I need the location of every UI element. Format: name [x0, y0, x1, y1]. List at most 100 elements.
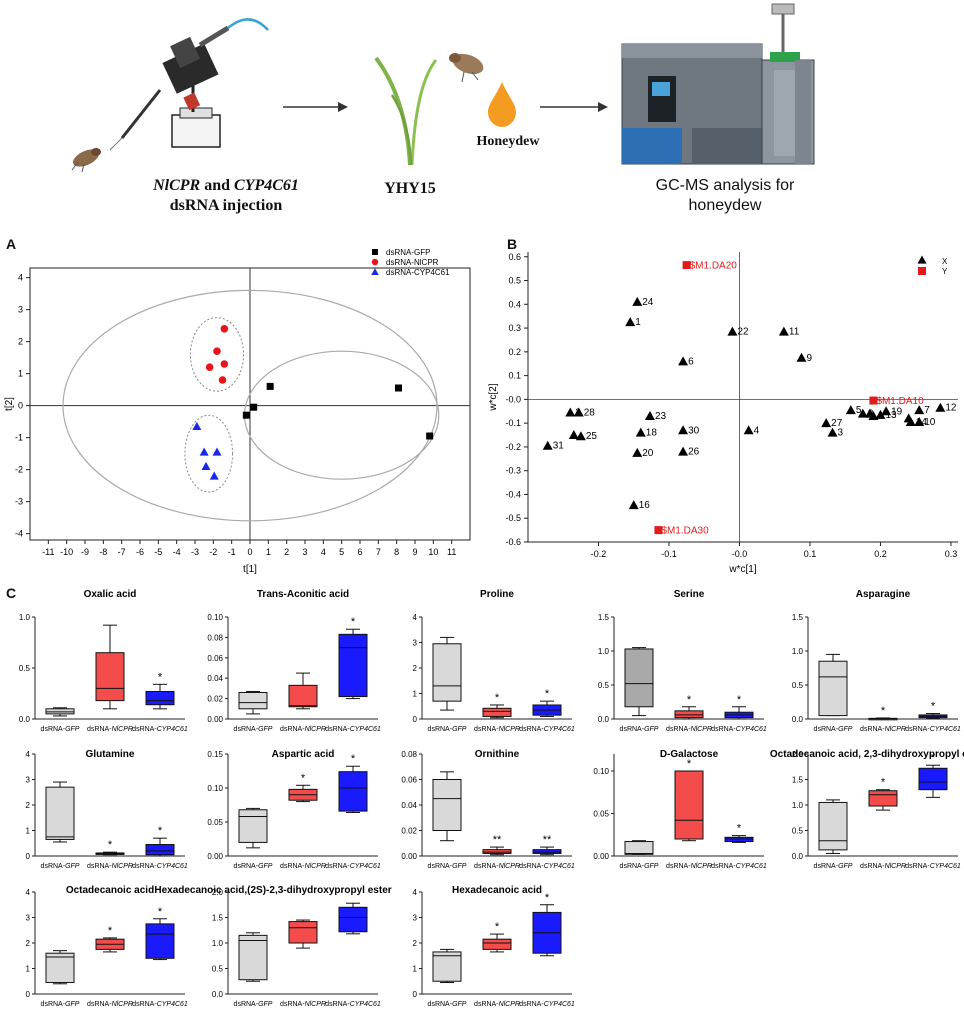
significance-mark: *	[158, 671, 163, 683]
y-tick-label: 0.0	[212, 990, 224, 999]
y-tick-label: 0.5	[212, 965, 224, 974]
loading-point-x	[935, 402, 946, 412]
loading-point-y	[654, 526, 663, 535]
y-tick-label: 4	[413, 613, 418, 622]
x-tick-label: 5	[339, 547, 344, 557]
score-point-gfp	[266, 382, 274, 390]
box	[818, 660, 848, 717]
boxplot-title: Proline	[480, 589, 514, 600]
box	[624, 648, 654, 708]
y-tick-label: 2.0	[792, 750, 804, 759]
box	[482, 707, 512, 717]
box	[432, 779, 462, 831]
confidence-ellipse	[62, 289, 438, 522]
significance-mark: *	[108, 925, 113, 937]
x-tick-label: -9	[81, 547, 89, 557]
loading-point-label: 11	[789, 327, 800, 338]
y-tick-label: 2	[26, 939, 31, 948]
legend-marker	[917, 255, 927, 264]
y-tick-label: 1.5	[598, 613, 610, 622]
y-tick-label: 1	[18, 369, 23, 379]
workflow-schematic	[71, 3, 815, 173]
loading-point-label: 13	[885, 410, 897, 421]
loading-point-x	[542, 440, 553, 450]
category-label: dsRNA-GFP	[428, 863, 467, 870]
loading-point-label: 10	[924, 417, 936, 428]
boxplot-asparagine: Asparagine0.00.51.01.5dsRNA-GFP*dsRNA-Nl…	[792, 589, 961, 733]
x-tick-label: -5	[154, 547, 162, 557]
step1-caption: NlCPR and CYP4C61 dsRNA injection	[106, 176, 346, 216]
significance-mark: *	[351, 753, 356, 765]
category-label: dsRNA-NlCPR	[474, 726, 520, 733]
box	[288, 684, 318, 708]
score-point-cyp4c61	[212, 447, 222, 456]
significance-mark: *	[881, 777, 886, 789]
y-tick-label: 0	[26, 990, 31, 999]
score-point-cyp4c61	[192, 421, 202, 430]
y-tick-label: 1.0	[598, 647, 610, 656]
loading-point-x	[575, 431, 586, 441]
significance-mark: *	[108, 839, 113, 851]
y-tick-label: 0.4	[508, 299, 521, 309]
gene1-label: NlCPR	[153, 177, 201, 194]
boxplot-proline: Proline01234dsRNA-GFP*dsRNA-NlCPR*dsRNA-…	[413, 589, 575, 733]
loading-point-label: 9	[807, 353, 813, 364]
significance-mark: *	[545, 688, 550, 700]
y-tick-label: 0.02	[401, 827, 417, 836]
loading-point-label: 25	[586, 431, 598, 442]
loading-point-label: $M1.DA30	[661, 526, 709, 537]
category-label: dsRNA-NlCPR	[280, 726, 326, 733]
y-tick-label: 2	[413, 664, 418, 673]
category-label: dsRNA-GFP	[41, 1001, 80, 1008]
x-tick-label: 6	[357, 547, 362, 557]
y-tick-label: 0.05	[207, 818, 223, 827]
y-tick-label: 0.06	[401, 776, 417, 785]
injector-illustration	[109, 18, 269, 151]
x-axis-label: w*c[1]	[728, 564, 756, 575]
significance-mark: *	[931, 752, 936, 764]
y-tick-label: -4	[15, 529, 23, 539]
category-label: dsRNA-CYP4C61	[711, 726, 767, 733]
y-tick-label: 1	[26, 827, 31, 836]
category-label: dsRNA-NlCPR	[280, 1001, 326, 1008]
y-tick-label: -1	[15, 433, 23, 443]
boxplot-title: Hexadecanoic acid,(2S)-2,3-dihydroxyprop…	[154, 885, 391, 896]
x-tick-label: 0	[247, 547, 252, 557]
loading-point-label: 7	[924, 405, 930, 416]
loading-point-x	[568, 430, 579, 440]
loading-point-label: 19	[891, 406, 903, 417]
y-tick-label: 0.08	[401, 750, 417, 759]
box	[674, 710, 704, 719]
legend-label: dsRNA-CYP4C61	[386, 268, 450, 277]
y-tick-label: -0.6	[505, 537, 521, 547]
box	[238, 691, 268, 710]
category-label: dsRNA-NlCPR	[860, 863, 906, 870]
significance-mark: *	[495, 921, 500, 933]
y-tick-label: 0	[413, 715, 418, 724]
y-tick-label: 2.0	[212, 888, 224, 897]
legend-label: X	[942, 257, 948, 266]
loading-point-y	[869, 396, 878, 405]
x-tick-label: -7	[118, 547, 126, 557]
box	[918, 767, 948, 791]
x-tick-label: 7	[376, 547, 381, 557]
significance-mark: *	[737, 694, 742, 706]
boxplot-octadecanoic-acid: Octadecanoic acid01234dsRNA-GFP*dsRNA-Nl…	[26, 885, 188, 1008]
loading-point-x	[796, 352, 807, 362]
honeydew-caption: Honeydew	[476, 134, 540, 149]
significance-mark: *	[737, 823, 742, 835]
y-tick-label: 0.0	[792, 852, 804, 861]
boxplot-trans-aconitic-acid: Trans-Aconitic acid0.000.020.040.060.080…	[207, 589, 381, 733]
score-point-gfp	[426, 432, 434, 440]
boxplot-serine: Serine0.00.51.01.5dsRNA-GFP*dsRNA-NlCPR*…	[598, 589, 767, 733]
boxplot-ornithine: Ornithine0.000.020.040.060.08dsRNA-GFP**…	[401, 749, 575, 870]
x-tick-label: 3	[302, 547, 307, 557]
loading-point-x	[565, 407, 576, 417]
significance-mark: *	[301, 772, 306, 784]
rice-seedling-illustration	[374, 56, 438, 166]
y-tick-label: 3	[26, 776, 31, 785]
box	[145, 923, 175, 959]
step3-caption: GC-MS analysis for honeydew	[615, 176, 835, 216]
loading-point-x	[644, 411, 655, 421]
